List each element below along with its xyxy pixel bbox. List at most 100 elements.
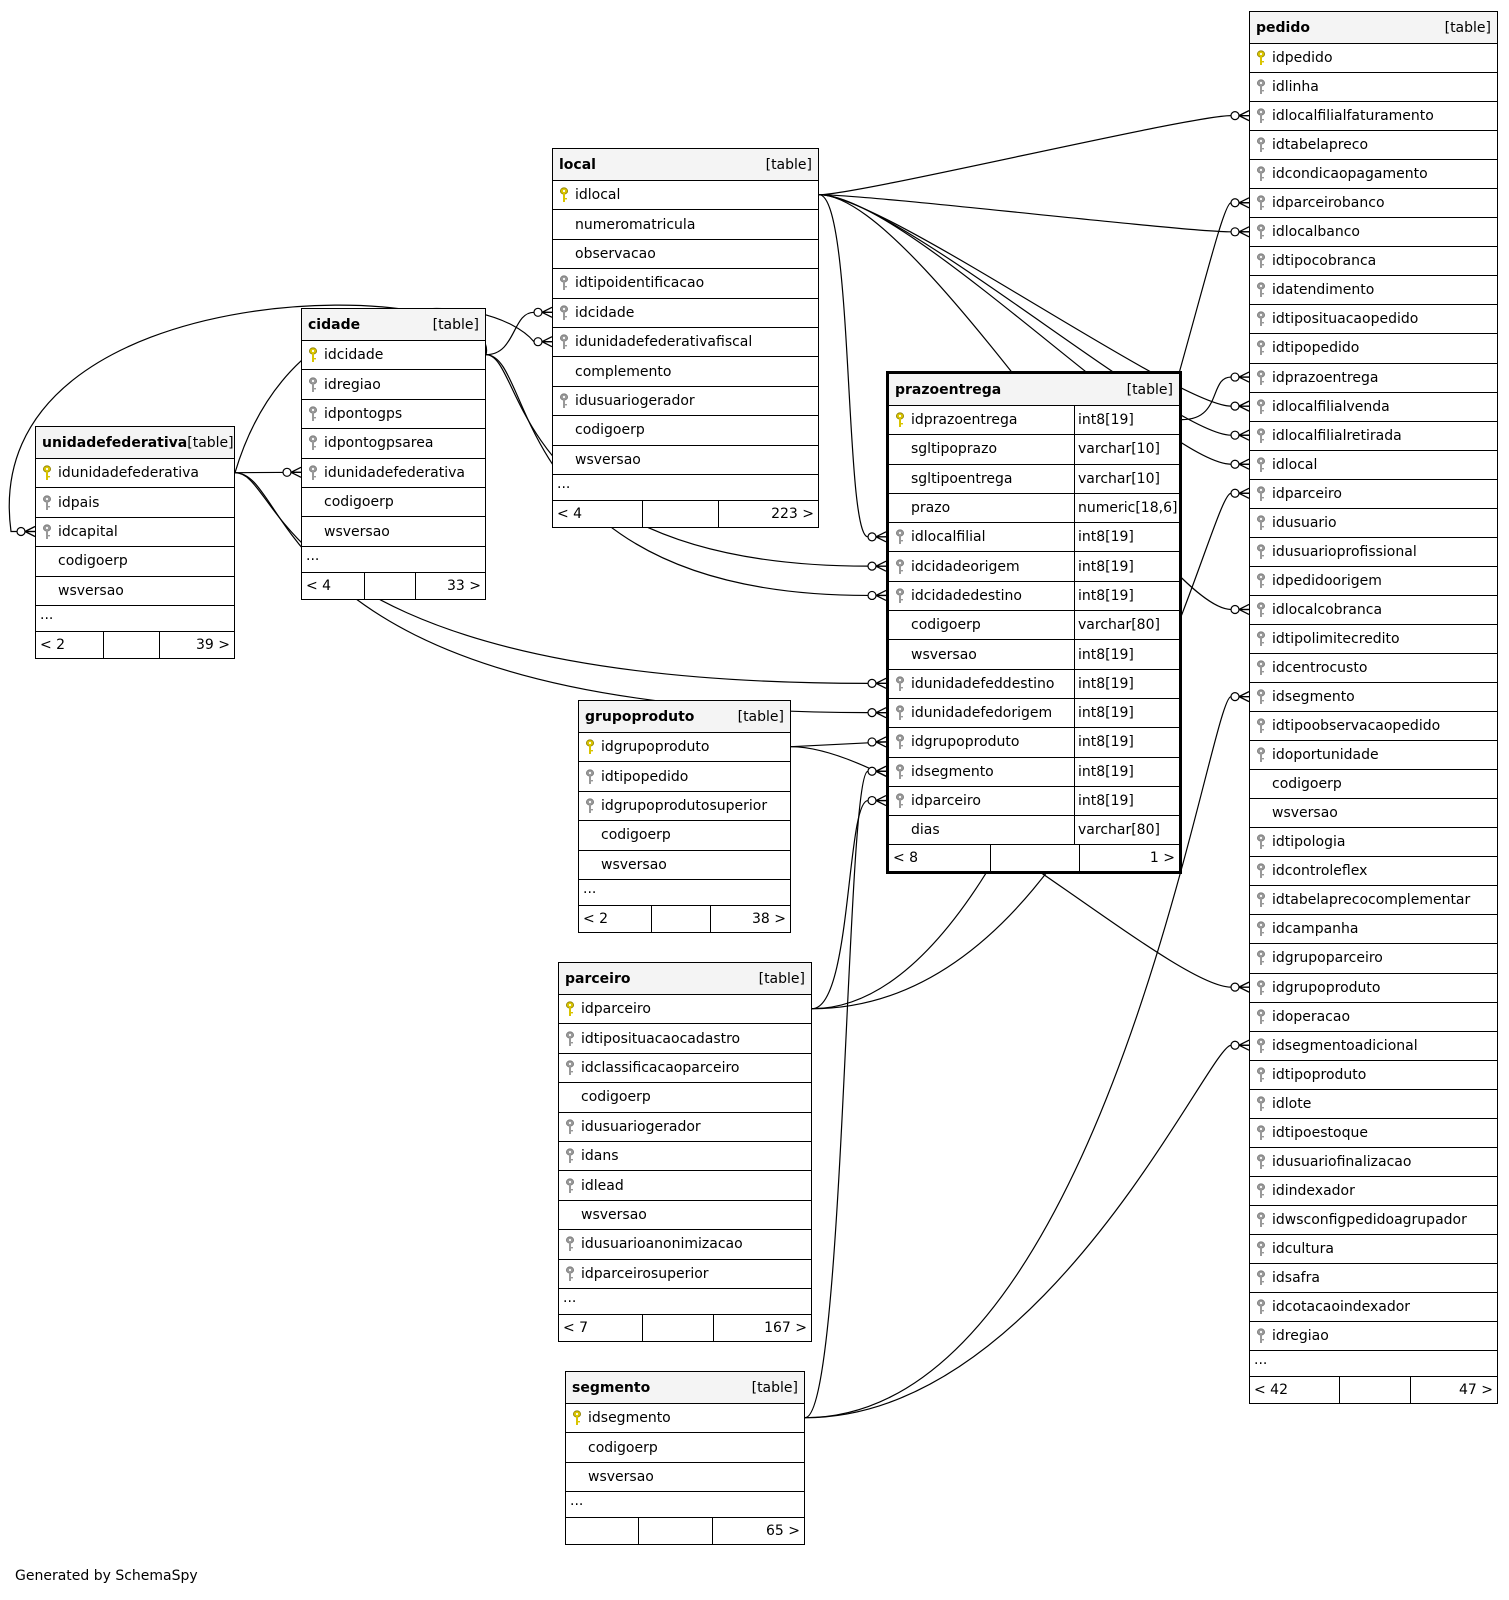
- column-row[interactable]: idcultura: [1250, 1235, 1497, 1264]
- column-row[interactable]: idsegmento: [566, 1404, 804, 1434]
- column-row[interactable]: idunidadefederativa: [36, 459, 234, 489]
- column-row[interactable]: idcidade: [302, 341, 485, 371]
- column-row[interactable]: wsversao: [302, 517, 485, 547]
- column-row[interactable]: codigoerp: [559, 1083, 811, 1113]
- column-row[interactable]: wsversao: [559, 1201, 811, 1231]
- column-row[interactable]: idpontogpsarea: [302, 429, 485, 459]
- table-header[interactable]: local [table]: [553, 149, 818, 181]
- parents-count[interactable]: < 7: [559, 1314, 643, 1341]
- parents-count[interactable]: < 4: [553, 500, 643, 527]
- table-header[interactable]: parceiro [table]: [559, 963, 811, 995]
- table-unidadefederativa[interactable]: unidadefederativa [table] idunidadefeder…: [35, 426, 235, 659]
- column-row[interactable]: wsversao: [566, 1463, 804, 1493]
- column-row[interactable]: idparceiro: [1250, 480, 1497, 509]
- column-row[interactable]: idoportunidade: [1250, 741, 1497, 771]
- column-row[interactable]: idcentrocusto: [1250, 654, 1497, 684]
- column-row[interactable]: idlocalcobranca: [1250, 596, 1497, 625]
- column-row[interactable]: idusuarioprofissional: [1250, 538, 1497, 567]
- column-row[interactable]: idtipopedido: [1250, 334, 1497, 364]
- column-row[interactable]: idcidade: [553, 299, 818, 328]
- table-grupoproduto[interactable]: grupoproduto [table] idgrupoproduto idti…: [578, 700, 791, 933]
- column-row[interactable]: idtiposituacaopedido: [1250, 305, 1497, 335]
- parents-count[interactable]: < 2: [579, 905, 652, 932]
- parents-count[interactable]: < 2: [36, 631, 104, 658]
- column-row[interactable]: idlead: [559, 1171, 811, 1201]
- column-row[interactable]: idatendimento: [1250, 276, 1497, 306]
- column-row[interactable]: idsegmento: [1250, 683, 1497, 713]
- column-row[interactable]: idlocalfilialvenda: [1250, 393, 1497, 422]
- children-count[interactable]: 38 >: [710, 905, 790, 932]
- column-row[interactable]: idsafra: [1250, 1264, 1497, 1294]
- column-row[interactable]: codigoerp: [579, 821, 790, 851]
- column-row[interactable]: idprazoentrega: [1250, 364, 1497, 393]
- column-row[interactable]: idparceirobanco: [1250, 189, 1497, 219]
- column-row[interactable]: idtipologia: [1250, 828, 1497, 858]
- parents-count[interactable]: < 42: [1250, 1377, 1340, 1404]
- table-header[interactable]: prazoentrega [table]: [889, 374, 1179, 406]
- column-row[interactable]: idtipoidentificacao: [553, 269, 818, 299]
- column-row[interactable]: idlote: [1250, 1090, 1497, 1119]
- children-count[interactable]: 65 >: [712, 1518, 804, 1545]
- column-row[interactable]: idcontroleflex: [1250, 857, 1497, 887]
- column-row[interactable]: idtipoobservacaopedido: [1250, 712, 1497, 742]
- column-row[interactable]: idparceirosuperior: [559, 1260, 811, 1289]
- column-row[interactable]: idgrupoproduto: [1250, 974, 1497, 1003]
- column-row[interactable]: idpedido: [1250, 44, 1497, 74]
- column-row[interactable]: idpontogps: [302, 400, 485, 430]
- column-row[interactable]: codigoerp: [553, 416, 818, 446]
- column-row[interactable]: wsversao: [1250, 799, 1497, 829]
- table-pedido[interactable]: pedido [table] idpedido idlinha idlocalf…: [1249, 11, 1498, 1405]
- column-row[interactable]: idtipocobranca: [1250, 247, 1497, 277]
- table-header[interactable]: unidadefederativa [table]: [36, 427, 234, 459]
- column-row[interactable]: idpais: [36, 488, 234, 518]
- column-row[interactable]: idgrupoprodutosuperior: [579, 792, 790, 822]
- column-row[interactable]: complemento: [553, 357, 818, 387]
- children-count[interactable]: 33 >: [415, 572, 485, 599]
- table-local[interactable]: local [table] idlocal numeromatricula ob…: [552, 148, 819, 528]
- column-row[interactable]: idusuariofinalizacao: [1250, 1148, 1497, 1177]
- column-row[interactable]: idusuarioanonimizacao: [559, 1230, 811, 1260]
- column-row[interactable]: idparceiro: [559, 995, 811, 1025]
- column-row[interactable]: idans: [559, 1142, 811, 1172]
- table-header[interactable]: cidade [table]: [302, 309, 485, 341]
- column-row[interactable]: idusuariogerador: [553, 387, 818, 417]
- column-row[interactable]: idtipoestoque: [1250, 1119, 1497, 1148]
- column-row[interactable]: codigoerp: [1250, 770, 1497, 800]
- children-count[interactable]: 167 >: [713, 1314, 811, 1341]
- column-row[interactable]: idwsconfigpedidoagrupador: [1250, 1206, 1497, 1235]
- column-row[interactable]: idcapital: [36, 518, 234, 548]
- column-row[interactable]: idtabelapreco: [1250, 131, 1497, 161]
- column-row[interactable]: idoperacao: [1250, 1003, 1497, 1032]
- column-row[interactable]: idtipopedido: [579, 762, 790, 792]
- column-row[interactable]: wsversao: [553, 446, 818, 475]
- column-row[interactable]: idgrupoparceiro: [1250, 944, 1497, 974]
- column-row[interactable]: codigoerp: [36, 547, 234, 577]
- column-row[interactable]: idusuario: [1250, 509, 1497, 538]
- column-row[interactable]: idcampanha: [1250, 915, 1497, 945]
- parents-count[interactable]: [566, 1518, 639, 1545]
- column-row[interactable]: idlocalfilialfaturamento: [1250, 102, 1497, 132]
- children-count[interactable]: 1 >: [1079, 845, 1179, 872]
- column-row[interactable]: idunidadefederativafiscal: [553, 328, 818, 358]
- column-row[interactable]: idcondicaopagamento: [1250, 160, 1497, 190]
- column-row[interactable]: idusuariogerador: [559, 1113, 811, 1142]
- table-header[interactable]: grupoproduto [table]: [579, 701, 790, 733]
- column-row[interactable]: idlocal: [553, 181, 818, 211]
- table-parceiro[interactable]: parceiro [table] idparceiro idtiposituac…: [558, 962, 812, 1342]
- children-count[interactable]: 223 >: [718, 500, 818, 527]
- parents-count[interactable]: < 8: [889, 845, 991, 872]
- column-row[interactable]: idindexador: [1250, 1177, 1497, 1206]
- children-count[interactable]: 47 >: [1410, 1377, 1497, 1404]
- column-row[interactable]: idlocalbanco: [1250, 218, 1497, 248]
- children-count[interactable]: 39 >: [159, 631, 234, 658]
- column-row[interactable]: idunidadefederativa: [302, 459, 485, 488]
